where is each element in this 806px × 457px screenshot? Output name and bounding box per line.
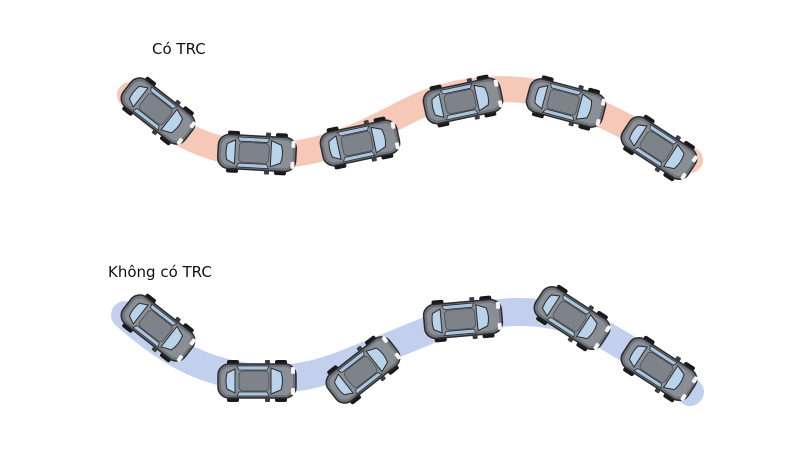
- car-icon: [216, 129, 298, 177]
- trc-path: [117, 76, 703, 173]
- without-trc-label: Không có TRC: [108, 263, 212, 281]
- car-icon: [421, 293, 505, 345]
- car-icon: [522, 71, 610, 135]
- with-trc-label: Có TRC: [152, 40, 206, 58]
- car-icon: [217, 359, 297, 403]
